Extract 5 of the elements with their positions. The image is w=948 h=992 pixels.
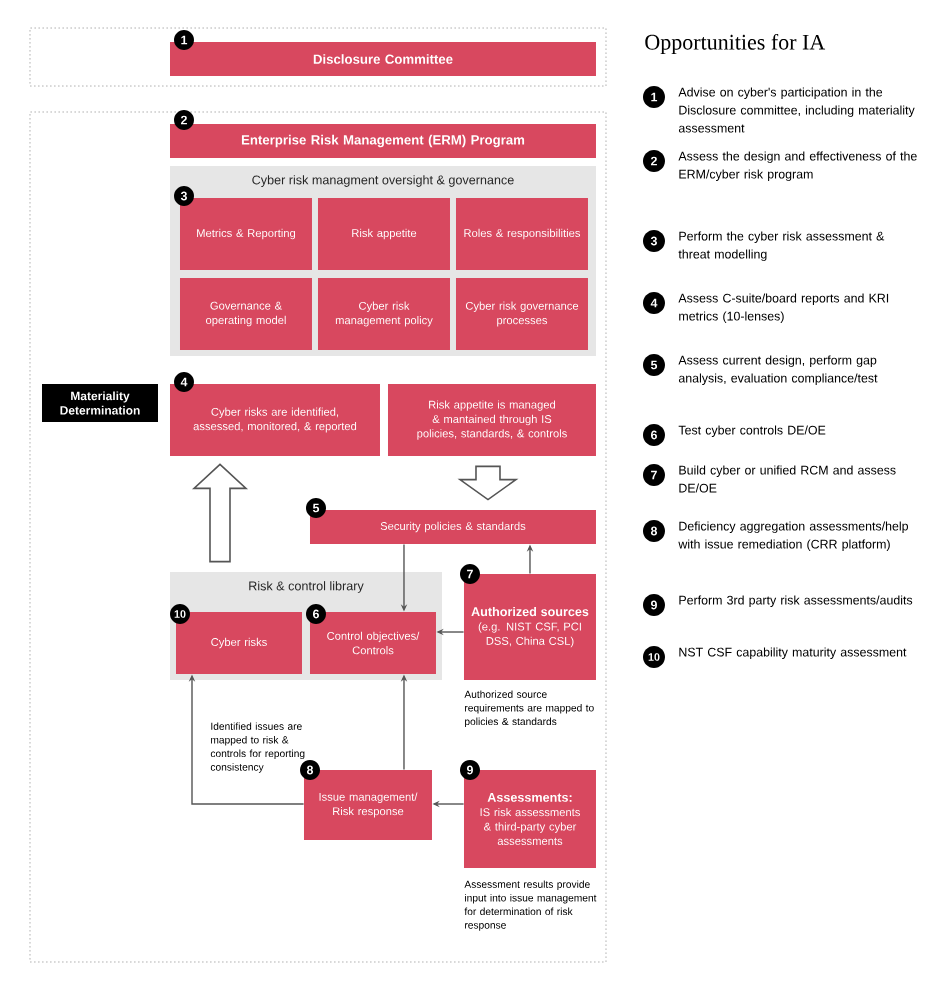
heading: Opportunities for IA	[645, 33, 826, 55]
dotted-frame	[29, 111, 607, 963]
block-arrow	[457, 465, 519, 501]
block-arrow	[191, 463, 249, 563]
dotted-frame	[29, 27, 607, 87]
